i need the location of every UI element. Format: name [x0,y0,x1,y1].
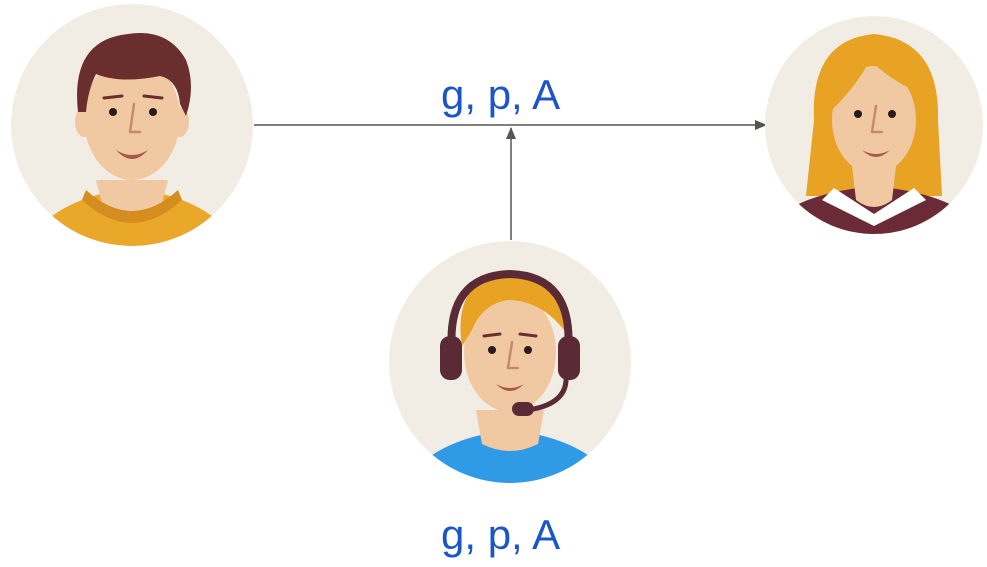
sender-avatar-icon [11,4,253,246]
intercepted-values-label: g, p, A [441,511,561,558]
eavesdropper-avatar-icon [389,241,631,483]
transmitted-values-label: g, p, A [441,71,561,118]
receiver-avatar-icon [765,16,983,234]
